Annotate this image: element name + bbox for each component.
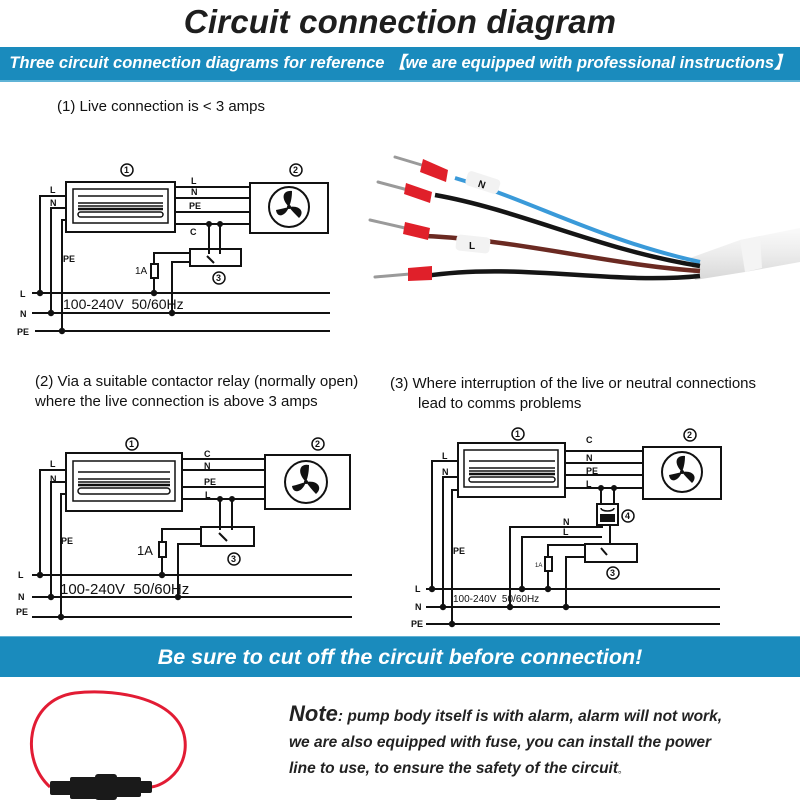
diagram-3-heading-line1: (3) Where interruption of the live or ne… bbox=[390, 375, 757, 392]
note-line-1: Note: pump body itself is with alarm, al… bbox=[289, 702, 789, 729]
output-1-label: L bbox=[191, 176, 197, 186]
bus-l-label: L bbox=[20, 289, 26, 299]
fuse-icon bbox=[544, 556, 553, 572]
wire-black-2 bbox=[424, 269, 701, 281]
unit-1-label: 1 bbox=[124, 165, 129, 175]
relay-box bbox=[189, 248, 242, 267]
unit-2-label: 2 bbox=[315, 439, 320, 449]
heater-unit-inner bbox=[72, 188, 169, 224]
circuit-diagram-1: 1 2 3 L N PE L N PE C L N PE 1A 100-240V… bbox=[17, 163, 330, 337]
diagram-1-heading: (1) Live connection is < 3 amps bbox=[57, 98, 266, 115]
fuse-wire bbox=[29, 690, 187, 789]
output-1-label: C bbox=[204, 449, 211, 459]
fan-unit-box bbox=[249, 182, 329, 234]
bus-n-label: N bbox=[18, 592, 25, 602]
output-2-label: N bbox=[586, 453, 593, 463]
fan-blades-icon bbox=[669, 455, 695, 483]
note-end-mark: 。 bbox=[618, 765, 628, 775]
bus-n-label: N bbox=[20, 309, 27, 319]
fuse-label: 1A bbox=[135, 266, 148, 277]
diagram-3-heading: (3) Where interruption of the live or ne… bbox=[390, 374, 800, 414]
unit-4-label: 4 bbox=[625, 511, 630, 521]
wire-tag-l bbox=[455, 234, 491, 254]
cable-photo: N L bbox=[368, 155, 800, 281]
output-2-label: N bbox=[191, 187, 198, 197]
page-title: Circuit connection diagram bbox=[183, 3, 617, 40]
fuse-icon bbox=[158, 541, 167, 558]
diagram-3-heading-line2: lead to comms problems bbox=[418, 395, 582, 412]
output-4-label: C bbox=[190, 227, 197, 237]
wire-tag-n bbox=[465, 171, 501, 194]
relay-l-label: L bbox=[563, 527, 569, 537]
relay-n-label: N bbox=[563, 517, 570, 527]
relay-box bbox=[584, 543, 638, 563]
fuse-holder bbox=[50, 774, 152, 800]
contactor-relay-box bbox=[596, 503, 619, 526]
input-l-label: L bbox=[442, 451, 448, 461]
fan-icon bbox=[661, 451, 703, 493]
input-pe-label: PE bbox=[63, 254, 75, 264]
bus-n-label: N bbox=[415, 602, 422, 612]
note-line-3: line to use, to ensure the safety of the… bbox=[289, 757, 789, 782]
wire-tag-l-text: L bbox=[469, 241, 475, 252]
fan-unit-box bbox=[264, 454, 351, 510]
fan-blades-icon bbox=[276, 190, 302, 218]
unit-3-label: 3 bbox=[216, 273, 221, 283]
bus-l-label: L bbox=[415, 584, 421, 594]
input-n-label: N bbox=[50, 474, 57, 484]
output-3-label: PE bbox=[189, 201, 201, 211]
bus-pe-label: PE bbox=[17, 327, 29, 337]
unit-3-label: 3 bbox=[231, 554, 236, 564]
diagram-2-heading: (2) Via a suitable contactor relay (norm… bbox=[35, 373, 359, 410]
fuse-label: 1A bbox=[137, 543, 153, 558]
output-3-label: PE bbox=[204, 477, 216, 487]
supply-label: 100-240V 50/60Hz bbox=[63, 296, 184, 312]
input-l-label: L bbox=[50, 459, 56, 469]
note-line-2: we are also equipped with fuse, you can … bbox=[289, 734, 712, 751]
heater-unit-box bbox=[457, 442, 566, 498]
fan-icon bbox=[268, 186, 310, 228]
output-4-label: L bbox=[205, 490, 211, 500]
fuse-icon bbox=[150, 263, 159, 279]
wire-tag-n-text: N bbox=[476, 179, 486, 192]
fuse-label: 1A bbox=[535, 563, 542, 569]
reference-banner: Three circuit connection diagrams for re… bbox=[0, 47, 800, 82]
inline-fuse-photo bbox=[29, 690, 187, 800]
input-n-label: N bbox=[442, 467, 449, 477]
wire-black-1 bbox=[434, 192, 701, 269]
output-2-label: N bbox=[204, 461, 211, 471]
unit-2-label: 2 bbox=[687, 430, 692, 440]
input-n-label: N bbox=[50, 198, 57, 208]
unit-1-label: 1 bbox=[515, 429, 520, 439]
bus-pe-label: PE bbox=[411, 619, 423, 629]
safety-warning-banner: Be sure to cut off the circuit before co… bbox=[0, 636, 800, 677]
note-label: Note bbox=[289, 701, 338, 726]
note-line-1-text: : pump body itself is with alarm, alarm … bbox=[337, 708, 723, 725]
input-l-label: L bbox=[50, 185, 56, 195]
unit-1-label: 1 bbox=[129, 439, 134, 449]
fan-icon bbox=[284, 460, 328, 504]
note-text: Note: pump body itself is with alarm, al… bbox=[289, 702, 789, 782]
supply-label: 100-240V 50/60Hz bbox=[60, 581, 189, 598]
relay-box bbox=[200, 526, 255, 547]
unit-2-label: 2 bbox=[293, 165, 298, 175]
fan-unit-box bbox=[642, 446, 722, 500]
fan-blades-icon bbox=[292, 464, 320, 494]
bus-pe-label: PE bbox=[16, 607, 28, 617]
input-pe-label: PE bbox=[61, 536, 73, 546]
output-1-label: C bbox=[586, 435, 593, 445]
output-3-label: PE bbox=[586, 466, 598, 476]
unit-3-label: 3 bbox=[610, 568, 615, 578]
bus-l-label: L bbox=[18, 570, 24, 580]
ferrules bbox=[403, 159, 448, 281]
output-4-label: L bbox=[586, 479, 592, 489]
note-line-3-text: line to use, to ensure the safety of the… bbox=[289, 760, 619, 777]
supply-label: 100-240V 50/60Hz bbox=[453, 594, 539, 605]
circuit-diagram-2: 1 2 3 L N PE C N PE L L N PE 1A 100-240V… bbox=[16, 437, 352, 621]
circuit-diagram-3: 1 2 3 4 L N PE C N PE L N L L N PE 1A 10… bbox=[411, 427, 722, 629]
input-pe-label: PE bbox=[453, 546, 465, 556]
